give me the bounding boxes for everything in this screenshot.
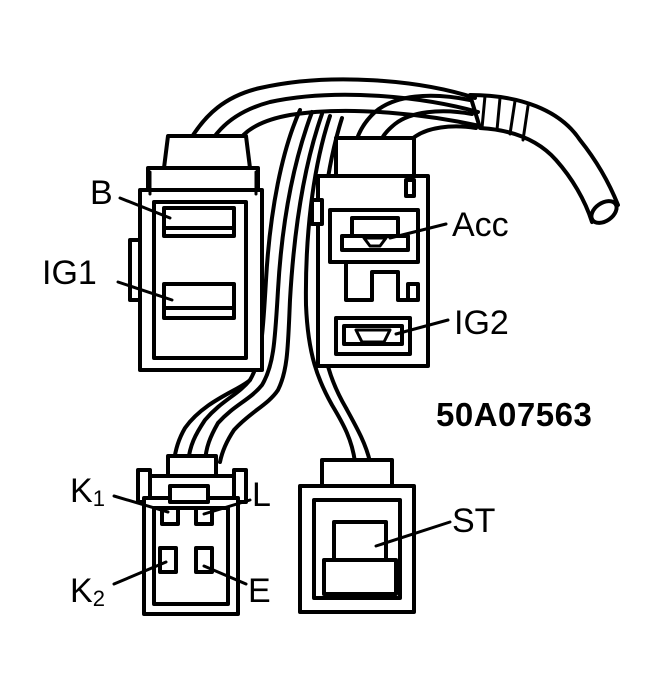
label-k1: K1 <box>70 474 105 510</box>
label-ig1: IG1 <box>42 254 97 292</box>
leader-ig1 <box>116 280 174 302</box>
label-b: B <box>90 174 113 212</box>
connector-acc-ig2 <box>310 136 430 368</box>
label-ig2: IG2 <box>454 304 509 342</box>
leader-k2 <box>112 560 168 586</box>
leader-acc <box>388 222 448 240</box>
leader-e <box>202 564 248 586</box>
label-e: E <box>248 572 271 610</box>
label-k1-main: K <box>70 472 93 510</box>
label-k2-sub: 2 <box>92 586 105 611</box>
leader-lines <box>112 196 452 586</box>
connector-k1-l-k2-e <box>136 454 248 616</box>
leader-l <box>202 498 252 516</box>
label-l: L <box>252 476 271 514</box>
leader-st <box>374 520 452 548</box>
leader-b <box>118 196 172 220</box>
leader-ig2 <box>394 318 450 336</box>
label-st: ST <box>452 502 496 540</box>
leader-k1 <box>112 494 170 514</box>
label-acc: Acc <box>452 206 509 244</box>
wire-harness-sheath <box>468 93 620 225</box>
label-k2: K2 <box>70 574 105 610</box>
label-k2-main: K <box>70 572 93 610</box>
connector-b-ig1 <box>128 134 264 372</box>
upper-wires <box>188 77 482 148</box>
label-k1-sub: 1 <box>92 486 105 511</box>
connector-st <box>298 458 416 614</box>
figure-code: 50A07563 <box>436 396 593 433</box>
